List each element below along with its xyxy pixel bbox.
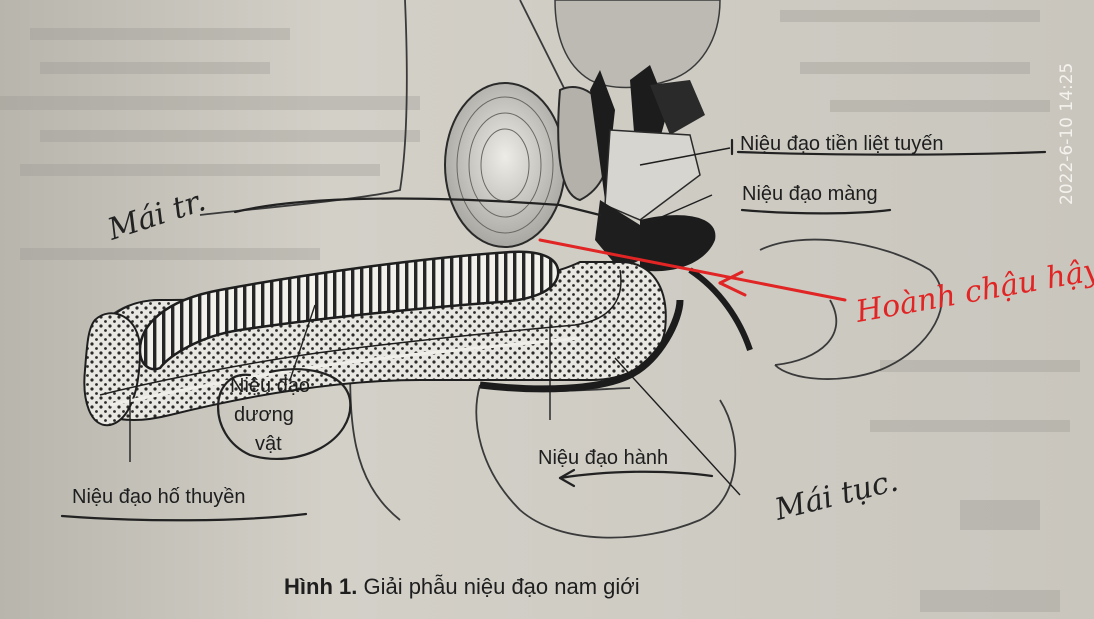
caption-bold: Hình 1. [284, 574, 357, 599]
bladder [444, 82, 566, 248]
label-penile-urethra-3: vật [255, 433, 282, 455]
leader-lines [129, 147, 741, 496]
corpus-cavernosum [138, 250, 560, 371]
label-penile-urethra-1: Niệu đạo [230, 375, 310, 397]
label-bulbar-urethra: Niệu đạo hành [538, 447, 668, 469]
label-fossa-navicularis-urethra: Niệu đạo hố thuyền [72, 486, 245, 508]
prostate-region [554, 0, 753, 351]
bulb-base [479, 299, 684, 393]
label-prostatic-urethra: Niệu đạo tiền liệt tuyến [740, 133, 943, 155]
glans [83, 312, 142, 427]
figure-caption: Hình 1. Giải phẫu niệu đạo nam giới [284, 574, 640, 599]
pen-underlines [60, 138, 1047, 522]
label-penile-urethra-2: dương [234, 404, 294, 426]
caption-text: Giải phẫu niệu đạo nam giới [357, 574, 639, 599]
date-stamp: 2022-6-10 14:25 [1057, 63, 1077, 205]
label-membranous-urethra: Niệu đạo màng [742, 183, 878, 205]
bleed-through-text [0, 10, 1080, 612]
urethra-lumen [99, 269, 622, 396]
red-pen-arrow [538, 238, 847, 302]
